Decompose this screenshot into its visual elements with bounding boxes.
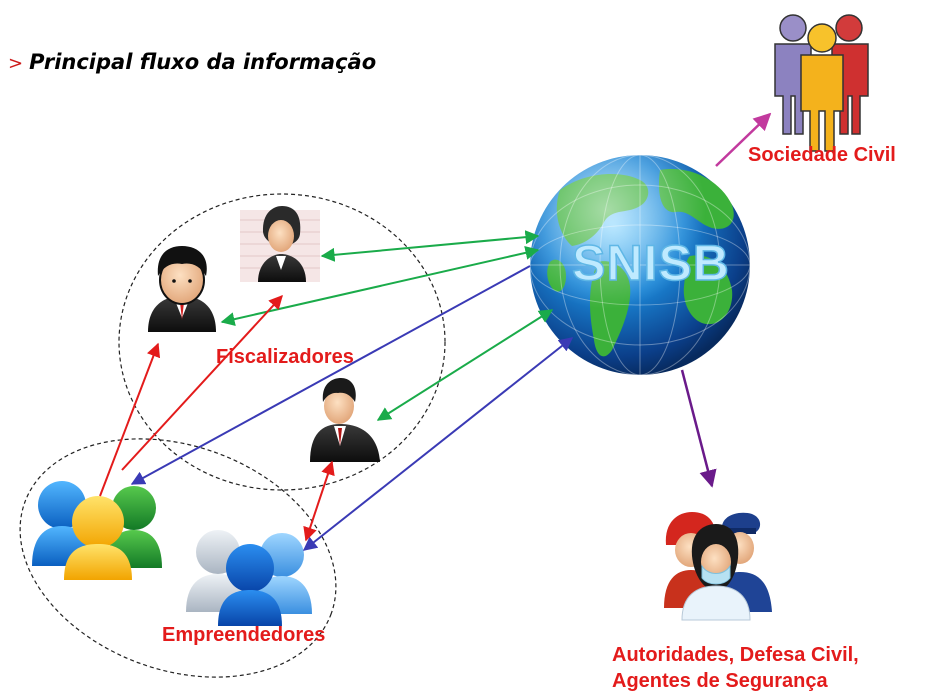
globe-label: SNISB — [572, 235, 730, 291]
arrow-globe-businessman-2 — [376, 309, 554, 421]
label-fiscalizadores: Fiscalizadores — [216, 346, 354, 368]
label-autoridades: Autoridades, Defesa Civil, Agentes de Se… — [612, 642, 859, 694]
title-bullet: > — [8, 53, 24, 74]
businesswoman-icon — [240, 206, 320, 282]
arrow-globe-society — [715, 112, 772, 167]
globe-icon — [529, 154, 751, 376]
label-empreendedores: Empreendedores — [162, 624, 326, 646]
businessman-icon — [148, 246, 216, 332]
label-autoridades-line2: Agentes de Segurança — [612, 670, 828, 692]
society-group-icon — [774, 14, 869, 152]
people-group-icon — [186, 530, 312, 626]
empreendedores-group-outline — [19, 438, 337, 678]
arrow-globe-empreendedores-2 — [302, 337, 574, 551]
label-sociedade-civil: Sociedade Civil — [748, 144, 896, 166]
label-autoridades-line1: Autoridades, Defesa Civil, — [612, 644, 859, 666]
arrow-emp-businessman-1 — [99, 342, 161, 497]
arrow-globe-authorities — [680, 369, 717, 488]
title-text: Principal fluxo da informação — [29, 50, 377, 74]
businessman-icon — [310, 378, 380, 462]
page-title: >Principal fluxo da informação — [8, 50, 376, 74]
people-group-icon — [32, 481, 162, 580]
arrow-emp-businessman-2 — [303, 460, 335, 542]
emergency-personnel-icon — [664, 512, 772, 621]
arrow-globe-businesswoman — [320, 230, 540, 262]
arrow-emp-businesswoman — [121, 294, 283, 471]
